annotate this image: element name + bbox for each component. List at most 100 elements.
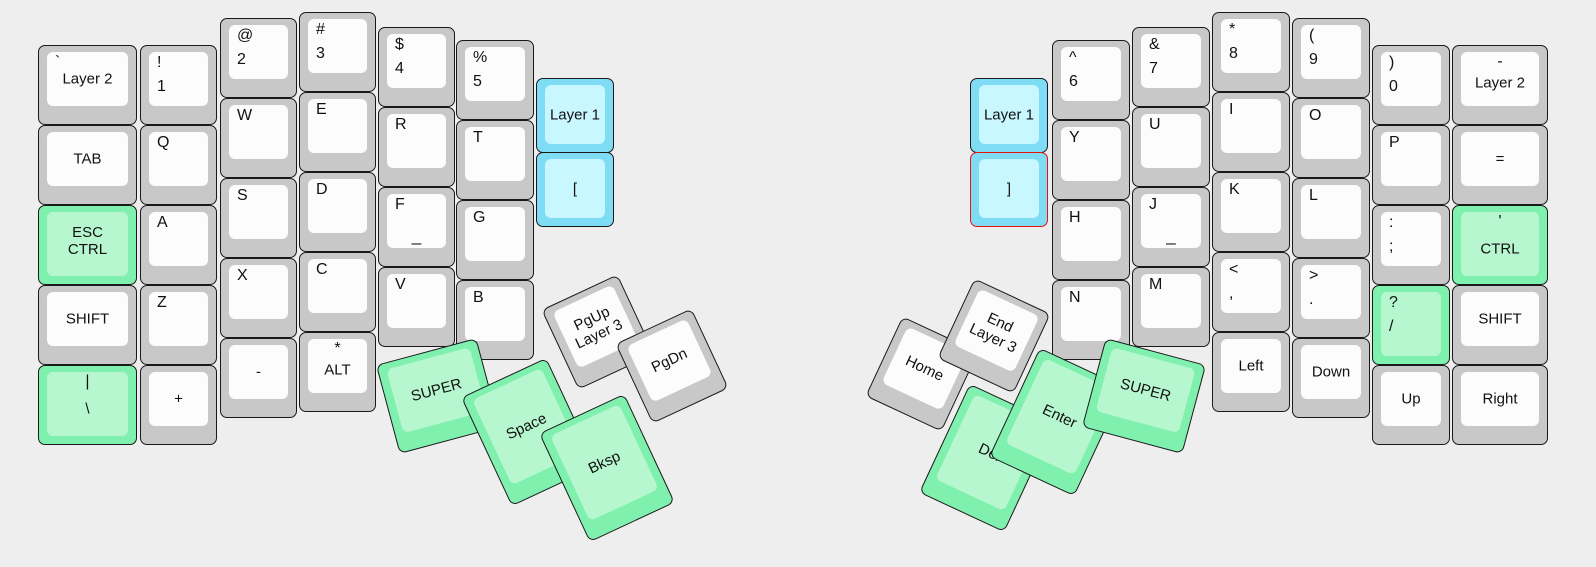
k-w-cap: W: [229, 105, 288, 159]
k-down-legend-center: Down: [1311, 363, 1351, 381]
k-q[interactable]: Q: [140, 125, 217, 205]
k-grave-layer2-legend-center: Layer 2: [62, 70, 113, 88]
k-z[interactable]: Z: [140, 285, 217, 365]
k-comma-cap: <,: [1221, 259, 1281, 313]
k-y-cap: Y: [1061, 127, 1121, 181]
k-5[interactable]: %5: [456, 40, 534, 120]
k-d[interactable]: D: [299, 172, 376, 252]
k-p[interactable]: P: [1372, 125, 1450, 205]
k-s[interactable]: S: [220, 178, 297, 258]
k-h-cap: H: [1061, 207, 1121, 261]
k-shift-l[interactable]: SHIFT: [38, 285, 137, 365]
k-minus-l[interactable]: -: [220, 338, 297, 418]
k-pipe-backslash[interactable]: |\: [38, 365, 137, 445]
k-left[interactable]: Left: [1212, 332, 1290, 412]
k-quote-ctrl[interactable]: 'CTRL: [1452, 205, 1548, 285]
k-slash[interactable]: ?/: [1372, 285, 1450, 365]
k-a[interactable]: A: [140, 205, 217, 285]
k-e[interactable]: E: [299, 92, 376, 172]
k-9[interactable]: (9: [1292, 18, 1370, 98]
k-pgdn-legend-center: PgDn: [648, 344, 691, 377]
k-right[interactable]: Right: [1452, 365, 1548, 445]
k-j[interactable]: J_: [1132, 187, 1210, 267]
k-j-homing-indicator: _: [1166, 226, 1176, 245]
k-layer1-r[interactable]: Layer 1: [970, 78, 1048, 153]
k-slash-legend-top: ?: [1389, 294, 1398, 311]
k-z-cap: Z: [149, 292, 208, 346]
k-asterisk-alt-cap: *ALT: [308, 339, 367, 393]
k-bracket-right[interactable]: ]: [970, 152, 1048, 227]
k-a-cap: A: [149, 212, 208, 266]
k-comma[interactable]: <,: [1212, 252, 1290, 332]
k-plus[interactable]: +: [140, 365, 217, 445]
k-7[interactable]: &7: [1132, 27, 1210, 107]
k-asterisk-alt[interactable]: *ALT: [299, 332, 376, 412]
k-y[interactable]: Y: [1052, 120, 1130, 200]
k-3[interactable]: #3: [299, 12, 376, 92]
k-4[interactable]: $4: [378, 27, 455, 107]
k-6-legend-bottom: 6: [1069, 73, 1078, 90]
k-b-legend-top: B: [473, 289, 484, 306]
k-k-legend-top: K: [1229, 181, 1240, 198]
k-2-legend-bottom: 2: [237, 51, 246, 68]
k-semicolon[interactable]: :;: [1372, 205, 1450, 285]
k-i-cap: I: [1221, 99, 1281, 153]
k-pipe-backslash-cap: |\: [47, 372, 128, 436]
k-2[interactable]: @2: [220, 18, 297, 98]
k-x[interactable]: X: [220, 258, 297, 338]
k-c[interactable]: C: [299, 252, 376, 332]
k-k[interactable]: K: [1212, 172, 1290, 252]
k-o[interactable]: O: [1292, 98, 1370, 178]
k-period[interactable]: >.: [1292, 258, 1370, 338]
k-layer1-r-cap: Layer 1: [979, 85, 1039, 144]
k-y-legend-top: Y: [1069, 129, 1080, 146]
k-tab[interactable]: TAB: [38, 125, 137, 205]
k-0-legend-top: ): [1389, 54, 1395, 71]
k-n[interactable]: N: [1052, 280, 1130, 360]
k-equals[interactable]: =: [1452, 125, 1548, 205]
k-l[interactable]: L: [1292, 178, 1370, 258]
k-layer1-l[interactable]: Layer 1: [536, 78, 614, 153]
k-1-legend-top: !: [157, 54, 162, 71]
k-shift-r[interactable]: SHIFT: [1452, 285, 1548, 365]
k-9-cap: (9: [1301, 25, 1361, 79]
k-layer1-r-legend-center: Layer 1: [983, 106, 1035, 123]
k-v[interactable]: V: [378, 267, 455, 347]
k-f-legend-top: F: [395, 196, 405, 213]
k-g[interactable]: G: [456, 200, 534, 280]
k-grave-layer2-legend-top: `: [55, 54, 61, 71]
k-bracket-right-cap: ]: [979, 159, 1039, 218]
k-w[interactable]: W: [220, 98, 297, 178]
k-u[interactable]: U: [1132, 107, 1210, 187]
k-shift-r-cap: SHIFT: [1461, 292, 1539, 346]
k-h[interactable]: H: [1052, 200, 1130, 280]
k-t[interactable]: T: [456, 120, 534, 200]
k-esc-ctrl-cap: ESC CTRL: [47, 212, 128, 276]
k-i[interactable]: I: [1212, 92, 1290, 172]
k-m[interactable]: M: [1132, 267, 1210, 347]
k-grave-layer2[interactable]: `Layer 2: [38, 45, 137, 125]
k-t-legend-top: T: [473, 129, 483, 146]
k-l-legend-top: L: [1309, 187, 1318, 204]
k-0[interactable]: )0: [1372, 45, 1450, 125]
k-semicolon-legend-bottom: ;: [1389, 238, 1394, 255]
k-3-legend-top: #: [316, 21, 325, 38]
k-bracket-left[interactable]: [: [536, 152, 614, 227]
k-f[interactable]: F_: [378, 187, 455, 267]
k-w-legend-top: W: [237, 107, 253, 124]
k-down[interactable]: Down: [1292, 338, 1370, 418]
k-esc-ctrl[interactable]: ESC CTRL: [38, 205, 137, 285]
k-x-legend-top: X: [237, 267, 248, 284]
k-quote-ctrl-cap: 'CTRL: [1461, 212, 1539, 276]
k-up[interactable]: Up: [1372, 365, 1450, 445]
k-p-cap: P: [1381, 132, 1441, 186]
k-f-homing-indicator: _: [411, 226, 422, 245]
k-p-legend-top: P: [1389, 134, 1400, 151]
k-6[interactable]: ^6: [1052, 40, 1130, 120]
k-1[interactable]: !1: [140, 45, 217, 125]
k-quote-ctrl-legend-shifted: ': [1498, 213, 1502, 230]
k-r[interactable]: R: [378, 107, 455, 187]
k-minus-layer2[interactable]: -Layer 2: [1452, 45, 1548, 125]
k-8[interactable]: *8: [1212, 12, 1290, 92]
k-tab-cap: TAB: [47, 132, 128, 186]
